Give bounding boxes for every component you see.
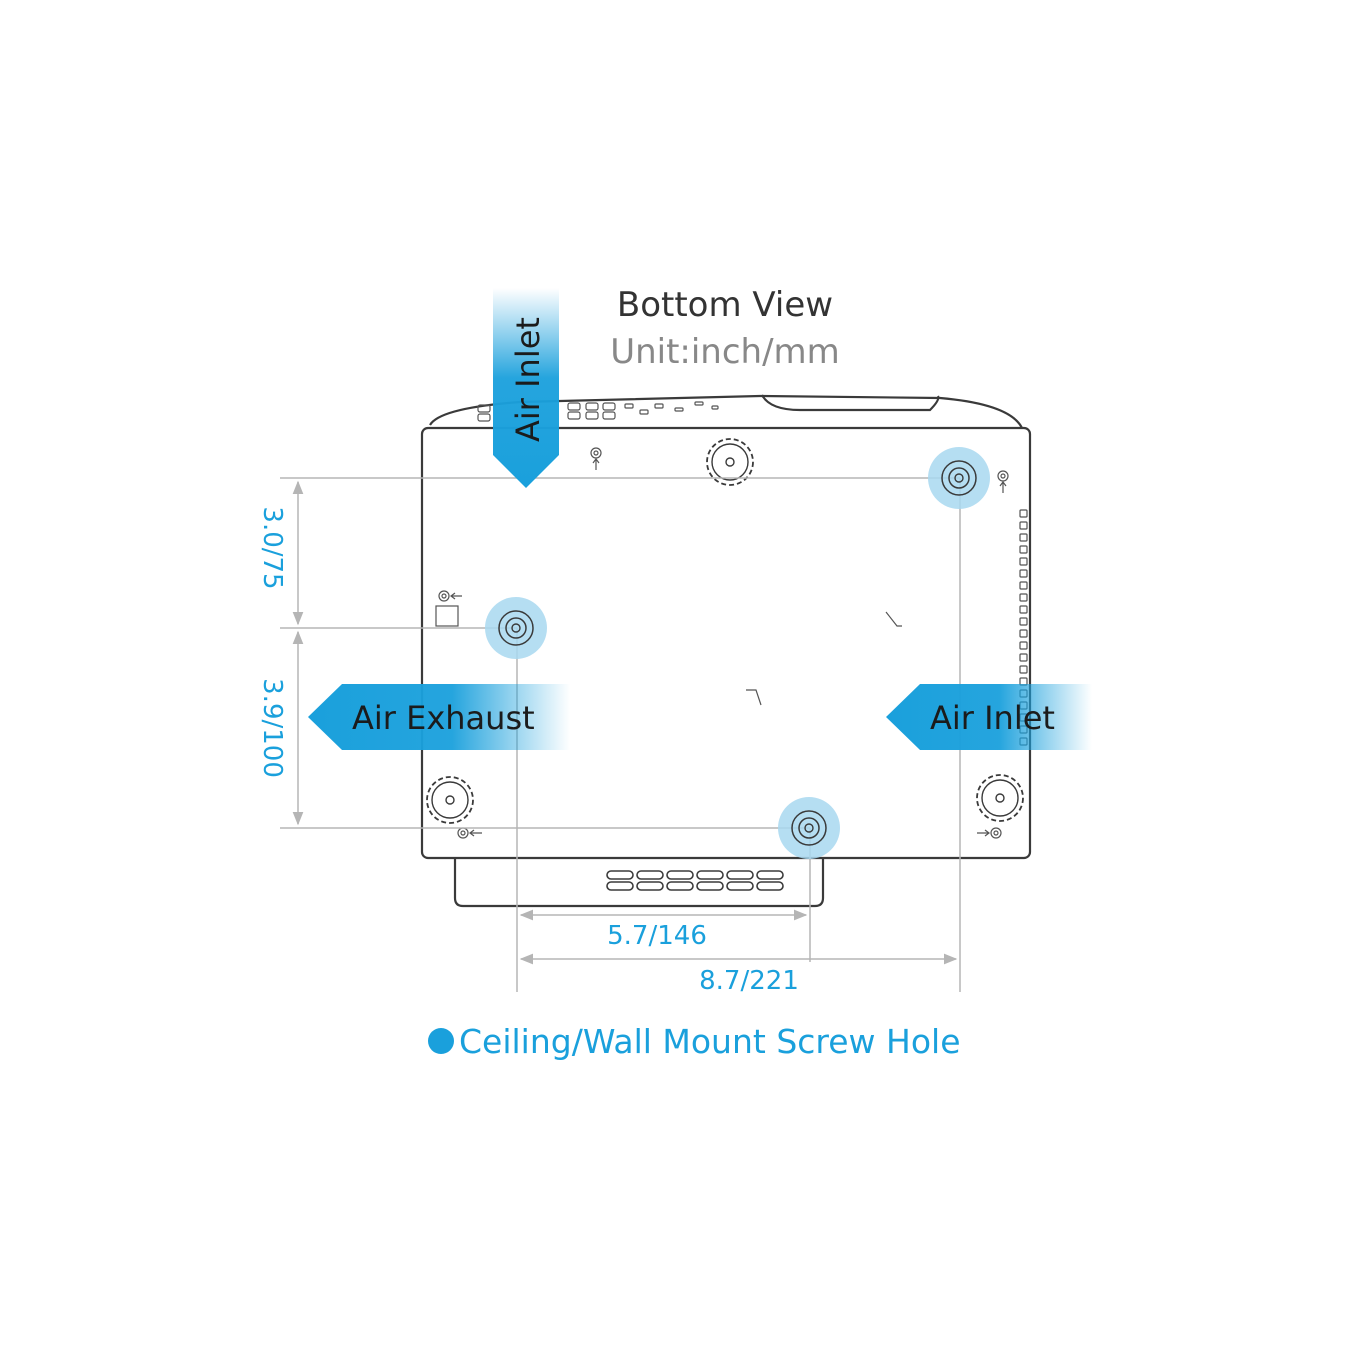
unit-subtitle: Unit:inch/mm bbox=[610, 332, 840, 372]
air-exhaust-arrow: Air Exhaust bbox=[308, 684, 570, 750]
air-inlet-right-arrow: Air Inlet bbox=[886, 684, 1092, 750]
air-inlet-right-label: Air Inlet bbox=[930, 699, 1055, 737]
adjustable-foot-bottom-left bbox=[426, 776, 474, 824]
dimension-label-vertical-top: 3.0/75 bbox=[257, 506, 287, 589]
lock-marker-icon bbox=[435, 447, 1009, 839]
dimension-label-horizontal-long: 8.7/221 bbox=[699, 966, 799, 996]
legend-label: Ceiling/Wall Mount Screw Hole bbox=[459, 1022, 961, 1061]
adjustable-foot-bottom-right bbox=[976, 774, 1024, 822]
diagram-title: Bottom View bbox=[617, 285, 833, 325]
legend-dot-icon bbox=[428, 1028, 454, 1054]
projector-front-edge bbox=[429, 394, 1023, 429]
screw-hole-top-right bbox=[928, 447, 990, 509]
adjustable-foot-top-center bbox=[706, 438, 754, 486]
projector-body-outline bbox=[420, 426, 1032, 860]
screw-hole-left bbox=[485, 597, 547, 659]
dimension-lines bbox=[280, 477, 961, 992]
dimension-label-vertical-bottom: 3.9/100 bbox=[257, 678, 287, 778]
vent-slots-top bbox=[477, 401, 719, 422]
air-inlet-top-arrow: Air Inlet bbox=[493, 288, 559, 488]
screw-hole-bottom bbox=[778, 797, 840, 859]
air-inlet-top-label: Air Inlet bbox=[509, 317, 547, 442]
legend: Ceiling/Wall Mount Screw Hole bbox=[428, 1022, 961, 1061]
dimension-label-horizontal-short: 5.7/146 bbox=[607, 921, 707, 951]
rear-vent-block bbox=[453, 858, 825, 908]
air-exhaust-label: Air Exhaust bbox=[352, 699, 535, 737]
